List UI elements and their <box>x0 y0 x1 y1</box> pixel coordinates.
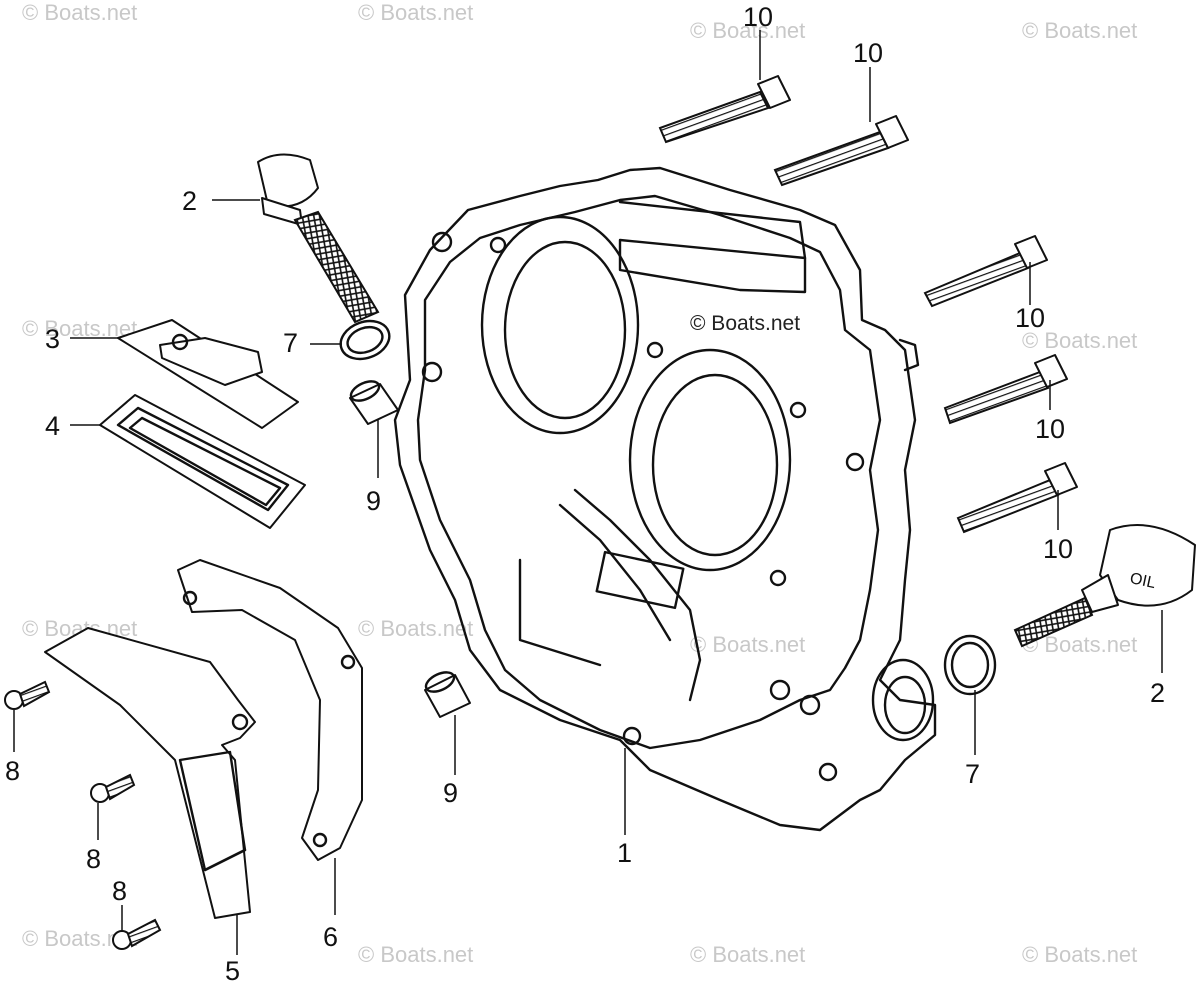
leader-lines <box>13 30 1163 955</box>
callout-4: 4 <box>45 411 60 441</box>
callout-10-d: 10 <box>1035 414 1065 444</box>
part-9-dowels <box>349 380 471 718</box>
part-8-screws <box>4 680 162 950</box>
callout-10-c: 10 <box>1015 303 1045 333</box>
watermark: © Boats.net <box>22 316 137 341</box>
callout-8-c: 8 <box>112 876 127 906</box>
part-10-bolts <box>658 75 1078 534</box>
callout-10-e: 10 <box>1043 534 1073 564</box>
callout-10-a: 10 <box>743 2 773 32</box>
callout-2-right: 2 <box>1150 678 1165 708</box>
part-5-guard-plate <box>44 627 256 919</box>
callout-3: 3 <box>45 324 60 354</box>
callout-8-a: 8 <box>5 756 20 786</box>
watermark: © Boats.net <box>1022 18 1137 43</box>
part-2-dipstick-right: OIL <box>1013 524 1196 648</box>
part-4-gasket <box>99 394 306 529</box>
watermark: © Boats.net <box>22 0 137 25</box>
watermark: © Boats.net <box>690 18 805 43</box>
center-watermark: © Boats.net <box>690 312 800 335</box>
callout-9-a: 9 <box>366 486 381 516</box>
watermark-layer: © Boats.net © Boats.net © Boats.net © Bo… <box>22 0 1137 967</box>
callout-6: 6 <box>323 922 338 952</box>
watermark: © Boats.net <box>690 942 805 967</box>
dipstick-oil-label: OIL <box>1128 570 1157 592</box>
watermark: © Boats.net <box>1022 942 1137 967</box>
watermark: © Boats.net <box>358 942 473 967</box>
callout-5: 5 <box>225 956 240 986</box>
callout-7-left: 7 <box>283 328 298 358</box>
part-1-crankcase-cover <box>393 166 937 832</box>
watermark: © Boats.net <box>358 616 473 641</box>
watermark: © Boats.net <box>690 632 805 657</box>
callout-7-right: 7 <box>965 759 980 789</box>
part-6-curved-plate <box>177 559 363 861</box>
watermark: © Boats.net <box>1022 328 1137 353</box>
part-3-breather-plate <box>117 319 299 429</box>
callout-9-b: 9 <box>443 778 458 808</box>
callout-10-b: 10 <box>853 38 883 68</box>
callouts: 2 2 3 4 5 6 7 7 8 8 8 9 9 1 10 10 10 10 … <box>5 2 1165 986</box>
part-2-filler-cap-left <box>257 153 380 324</box>
part-7-o-rings <box>339 319 997 696</box>
callout-1: 1 <box>617 838 632 868</box>
watermark: © Boats.net <box>358 0 473 25</box>
callout-8-b: 8 <box>86 844 101 874</box>
callout-2-left: 2 <box>182 186 197 216</box>
